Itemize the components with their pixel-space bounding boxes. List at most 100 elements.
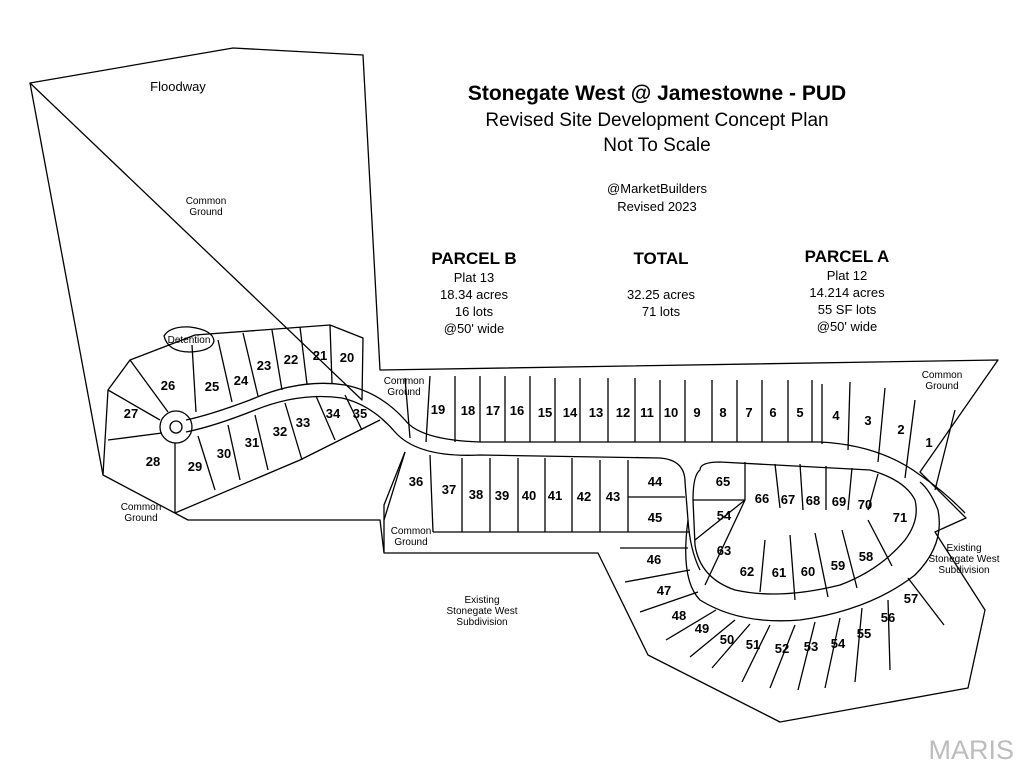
scale-note: Not To Scale xyxy=(603,135,710,156)
parcel-b-line: 16 lots xyxy=(455,304,494,319)
lot-number: 46 xyxy=(647,552,661,567)
lot-number: 55 xyxy=(857,626,871,641)
lot-number: 15 xyxy=(538,405,552,420)
lot-number: 54 xyxy=(717,508,732,523)
maris-watermark: MARIS xyxy=(928,735,1014,765)
lot-number: 40 xyxy=(522,488,536,503)
lot-number: 37 xyxy=(442,482,456,497)
lot-number: 54 xyxy=(831,636,846,651)
lot-number: 62 xyxy=(740,564,754,579)
lot-number: 13 xyxy=(589,405,603,420)
lot-number: 29 xyxy=(188,459,202,474)
loop-lot-lines xyxy=(693,462,893,601)
lot-number: 36 xyxy=(409,474,423,489)
cul-de-sac-island xyxy=(169,420,183,434)
road-south-edge xyxy=(185,395,701,571)
parcel-a-heading: PARCEL A xyxy=(805,247,890,266)
lot-number: 59 xyxy=(831,558,845,573)
lot-number: 61 xyxy=(772,565,786,580)
lot-number: 6 xyxy=(769,405,776,420)
lot-number: 68 xyxy=(806,493,820,508)
lot-number: 66 xyxy=(755,491,769,506)
parcel-b-line: @50' wide xyxy=(444,321,505,336)
total-line: 71 lots xyxy=(642,304,681,319)
lot-number: 24 xyxy=(234,373,249,388)
lot-number: 45 xyxy=(648,510,662,525)
parcel-b-line: Plat 13 xyxy=(454,270,494,285)
lot-number: 22 xyxy=(284,352,298,367)
loop-block xyxy=(692,461,917,595)
total-summary: TOTAL 32.25 acres 71 lots xyxy=(627,249,695,319)
lot-number: 7 xyxy=(745,405,752,420)
lot-number: 69 xyxy=(832,494,846,509)
lot-labels: 1234567891011121314151617181920212223242… xyxy=(124,348,933,656)
lot-number: 19 xyxy=(431,402,445,417)
west-lot-lines xyxy=(107,324,381,514)
lot-number: 39 xyxy=(495,488,509,503)
lot-number: 28 xyxy=(146,454,160,469)
lot-number: 53 xyxy=(804,639,818,654)
floodway-edge xyxy=(29,82,104,476)
property-boundary xyxy=(29,47,999,723)
lot-number: 42 xyxy=(577,489,591,504)
lot-number: 14 xyxy=(563,405,578,420)
total-line: 32.25 acres xyxy=(627,287,695,302)
lot-number: 41 xyxy=(548,488,562,503)
lot-number: 67 xyxy=(781,492,795,507)
lot-number: 49 xyxy=(695,621,709,636)
lot-number: 71 xyxy=(893,510,907,525)
revised-text: Revised 2023 xyxy=(617,199,697,214)
lot-number: 3 xyxy=(864,413,871,428)
lot-number: 4 xyxy=(832,408,840,423)
lot-number: 56 xyxy=(881,610,895,625)
road-north-edge xyxy=(185,382,966,514)
parcel-a-line: @50' wide xyxy=(817,319,878,334)
lot-number: 52 xyxy=(775,641,789,656)
parcel-a-line: Plat 12 xyxy=(827,268,867,283)
parcel-a-line: 55 SF lots xyxy=(818,302,877,317)
total-heading: TOTAL xyxy=(633,249,688,268)
lot-number: 58 xyxy=(859,549,873,564)
lot-number: 34 xyxy=(326,406,341,421)
middle-lot-lines xyxy=(383,451,690,552)
plan-title: Stonegate West @ Jamestowne - PUD xyxy=(468,82,846,105)
lot-number: 16 xyxy=(510,403,524,418)
lot-number: 25 xyxy=(205,379,219,394)
parcel-b-heading: PARCEL B xyxy=(431,249,516,268)
north-lot-lines xyxy=(404,375,956,491)
lot-number: 2 xyxy=(897,422,904,437)
lot-number: 50 xyxy=(720,632,734,647)
lot-number: 57 xyxy=(904,591,918,606)
parcel-a-summary: PARCEL A Plat 12 14.214 acres 55 SF lots… xyxy=(805,247,890,334)
parcel-a-line: 14.214 acres xyxy=(809,285,885,300)
lot-number: 48 xyxy=(672,608,686,623)
parcel-b-line: 18.34 acres xyxy=(440,287,508,302)
lot-number: 44 xyxy=(648,474,663,489)
lot-number: 38 xyxy=(469,487,483,502)
lot-number: 8 xyxy=(719,405,726,420)
floodway-label: Floodway xyxy=(150,79,206,94)
lot-number: 11 xyxy=(640,405,654,420)
lot-number: 51 xyxy=(746,637,760,652)
lot-number: 17 xyxy=(486,403,500,418)
lot-number: 9 xyxy=(693,405,700,420)
lot-number: 23 xyxy=(257,358,271,373)
lot-number: 32 xyxy=(273,424,287,439)
lot-number: 18 xyxy=(461,403,475,418)
lot-number: 1 xyxy=(925,435,932,450)
lot-number: 70 xyxy=(858,497,872,512)
lot-number: 10 xyxy=(664,405,678,420)
lot-number: 12 xyxy=(616,405,630,420)
parcel-b-summary: PARCEL B Plat 13 18.34 acres 16 lots @50… xyxy=(431,249,516,336)
lot-number: 5 xyxy=(796,405,803,420)
lot-number: 31 xyxy=(245,435,259,450)
detention-pond xyxy=(163,326,215,353)
lot-number: 65 xyxy=(716,474,730,489)
